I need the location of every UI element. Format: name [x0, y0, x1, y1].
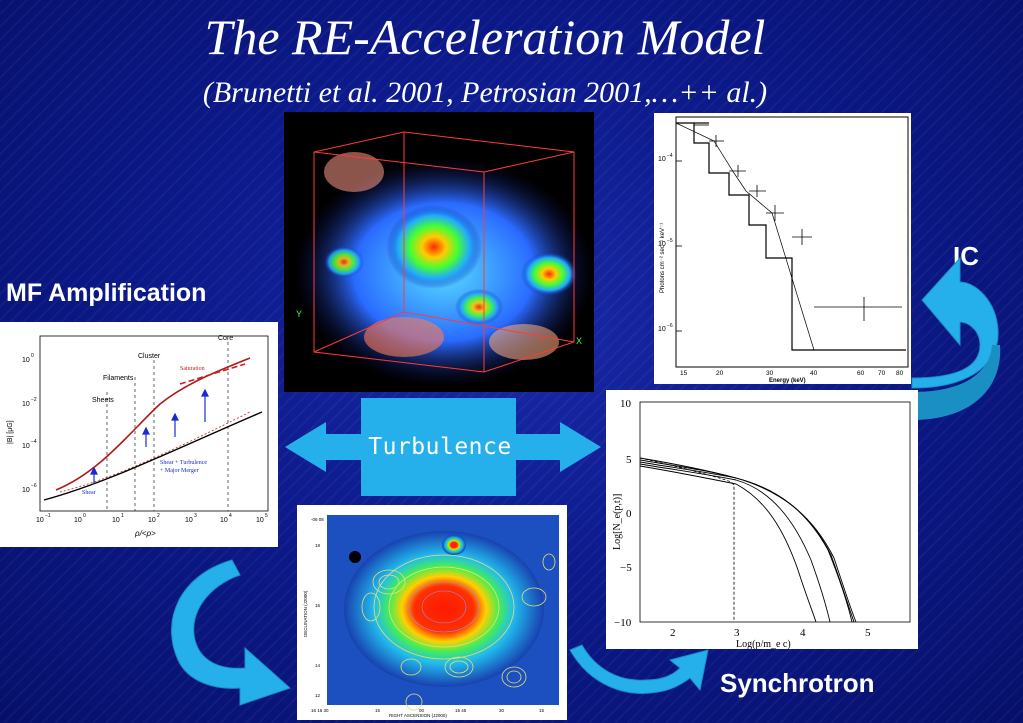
curved-arrow-left-icon	[171, 559, 291, 706]
slide-subtitle: (Brunetti et al. 2001, Petrosian 2001,…+…	[202, 76, 768, 109]
mf-x-tick: 10	[112, 517, 120, 524]
mf-amplification-label: MF Amplification	[6, 279, 207, 307]
sync-x-tick: 2	[670, 627, 676, 639]
mf-region-label: Core	[218, 335, 233, 342]
ic-x-tick: 40	[810, 370, 818, 377]
synchrotron-label: Synchrotron	[720, 668, 875, 698]
sync-y-tick: −5	[620, 562, 632, 574]
ic-x-tick: 15	[680, 370, 688, 377]
mf-x-tick: 10	[36, 517, 44, 524]
radio-x-tick: 15	[539, 708, 545, 713]
cube-x-axis-label: X	[576, 336, 582, 346]
cube-y-axis-label: Y	[296, 309, 302, 319]
mf-amplification-plot: Sheets Filaments Cluster Core Saturation…	[0, 322, 278, 547]
ic-y-axis-label: Photons cm⁻² sec⁻¹ keV⁻¹	[660, 223, 666, 293]
mf-y-exp: 0	[31, 353, 34, 359]
mf-y-tick: 10	[22, 487, 30, 494]
turbulence-label: Turbulence	[368, 434, 512, 460]
mf-x-exp: 1	[121, 513, 124, 519]
radio-x-tick: 16 16 30	[311, 708, 329, 713]
mf-x-exp: 0	[83, 513, 86, 519]
mf-annotation: Shear + Turbulence	[160, 460, 207, 466]
ic-y-exp: −6	[667, 323, 673, 329]
sync-x-tick: 3	[734, 627, 740, 639]
mf-annotation: Shear	[82, 490, 96, 496]
turbulence-box	[361, 398, 516, 496]
ic-x-tick: 20	[716, 370, 724, 377]
radio-y-tick: 16	[315, 603, 321, 608]
mf-y-tick: 10	[22, 443, 30, 450]
mf-y-exp: −4	[31, 439, 37, 445]
synchrotron-spectrum-plot: 10 5 0 −5 −10 2 3 4 5 Log[N_e(p,t)] Log(…	[606, 390, 918, 649]
ic-spectrum-plot: 10 −4 10 −5 10 −6 Photons cm⁻² sec⁻¹ keV…	[654, 113, 911, 384]
radio-y-axis-label: DECLINATION (J2000)	[303, 590, 308, 637]
sync-x-tick: 4	[800, 627, 806, 639]
radio-x-tick: 15	[375, 708, 381, 713]
mf-annotation: Saturation	[180, 366, 205, 372]
sync-y-axis-label: Log[N_e(p,t)]	[612, 494, 623, 550]
radio-x-axis-label: RIGHT ASCENSION (J2000)	[389, 713, 447, 718]
mf-x-tick: 10	[185, 517, 193, 524]
radio-y-tick: 12	[315, 693, 321, 698]
ic-y-tick: 10	[658, 241, 666, 248]
sync-x-tick: 5	[865, 627, 871, 639]
ic-y-tick: 10	[658, 326, 666, 333]
mf-x-tick: 10	[74, 517, 82, 524]
mf-x-exp: 2	[157, 513, 160, 519]
radio-x-tick: 15 45	[455, 708, 467, 713]
mf-x-tick: 10	[220, 517, 228, 524]
radio-contour-map-image: -06 08 18 16 14 12 DECLINATION (J2000) 1…	[297, 505, 567, 720]
radio-x-tick: 00	[419, 708, 425, 713]
sync-x-axis-label: Log(p/m_e c)	[736, 639, 791, 649]
ic-y-tick: 10	[658, 156, 666, 163]
ic-y-exp: −4	[667, 153, 673, 159]
ic-y-exp: −5	[667, 238, 673, 244]
radio-y-tick: 18	[315, 543, 321, 548]
mf-y-tick: 10	[22, 401, 30, 408]
mf-region-label: Sheets	[92, 397, 114, 404]
mf-y-exp: −6	[31, 483, 37, 489]
curved-arrow-right-icon	[911, 256, 1001, 420]
mf-x-tick: 10	[148, 517, 156, 524]
mf-y-axis-label: |B| [μG]	[7, 420, 14, 444]
mf-x-exp: 4	[229, 513, 232, 519]
ic-x-tick: 80	[896, 370, 904, 377]
ic-x-tick: 60	[857, 370, 865, 377]
sync-y-tick: 10	[620, 398, 632, 410]
curved-arrow-bottom-icon	[569, 644, 709, 694]
slide-title: The RE-Acceleration Model	[204, 9, 766, 65]
ic-x-tick: 70	[878, 370, 886, 377]
mf-x-tick: 10	[256, 517, 264, 524]
radio-y-tick: 14	[315, 663, 321, 668]
mf-region-label: Cluster	[138, 353, 161, 360]
sync-y-tick: 5	[626, 454, 632, 466]
sync-y-tick: 0	[626, 508, 632, 520]
mf-y-tick: 10	[22, 357, 30, 364]
mf-y-exp: −2	[31, 397, 37, 403]
radio-y-tick: -06 08	[311, 517, 324, 522]
mf-x-exp: −1	[45, 513, 51, 519]
mf-x-exp: 3	[194, 513, 197, 519]
mf-x-axis-label: ρ/<ρ>	[134, 529, 156, 538]
radio-x-tick: 30	[499, 708, 505, 713]
ic-x-tick: 30	[766, 370, 774, 377]
simulation-cube-image: Y X	[284, 112, 594, 392]
ic-x-axis-label: Energy (keV)	[769, 378, 806, 384]
mf-region-label: Filaments	[103, 375, 134, 382]
mf-x-exp: 5	[265, 513, 268, 519]
mf-annotation: + Major Merger	[160, 468, 199, 474]
sync-y-tick: −10	[614, 617, 632, 629]
